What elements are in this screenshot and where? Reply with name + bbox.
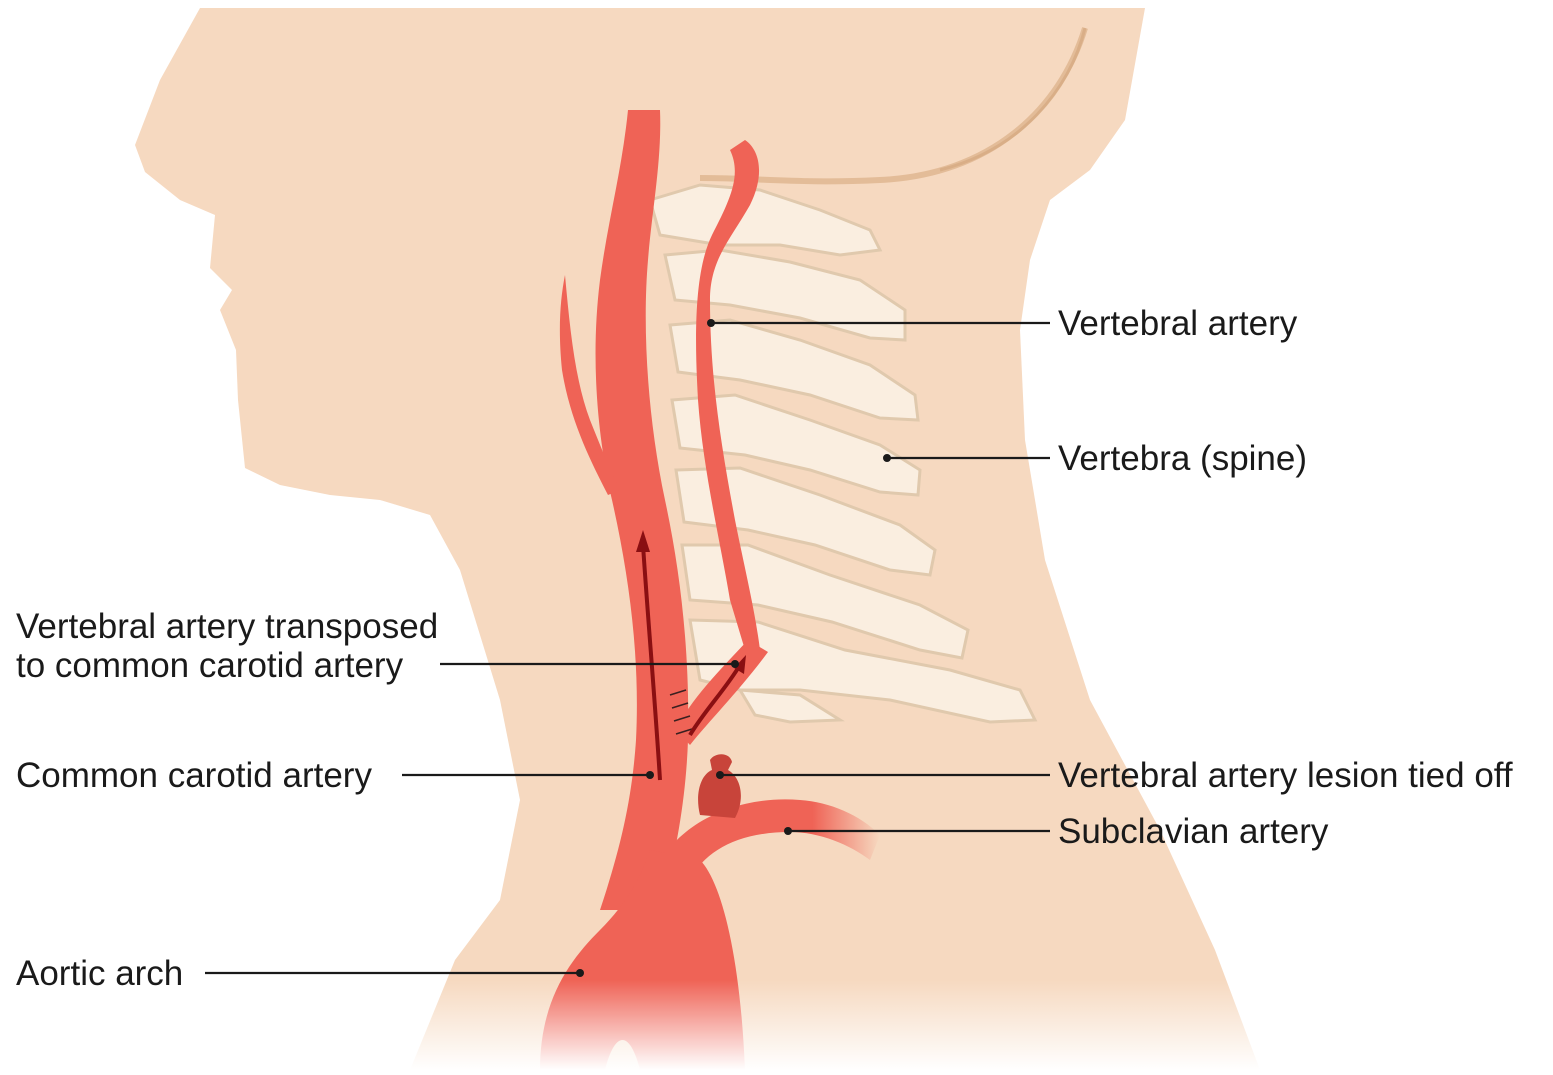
- label-vertebra: Vertebra (spine): [1058, 439, 1307, 478]
- label-transposed-line2: to common carotid artery: [16, 646, 404, 685]
- label-common-carotid: Common carotid artery: [16, 756, 372, 795]
- label-lesion-tied-off: Vertebral artery lesion tied off: [1058, 756, 1513, 795]
- label-vertebral-artery: Vertebral artery: [1058, 304, 1298, 343]
- label-aortic-arch: Aortic arch: [16, 954, 183, 993]
- label-subclavian: Subclavian artery: [1058, 812, 1329, 851]
- bottom-fade: [0, 980, 1553, 1070]
- label-transposed-line1: Vertebral artery transposed: [16, 607, 438, 646]
